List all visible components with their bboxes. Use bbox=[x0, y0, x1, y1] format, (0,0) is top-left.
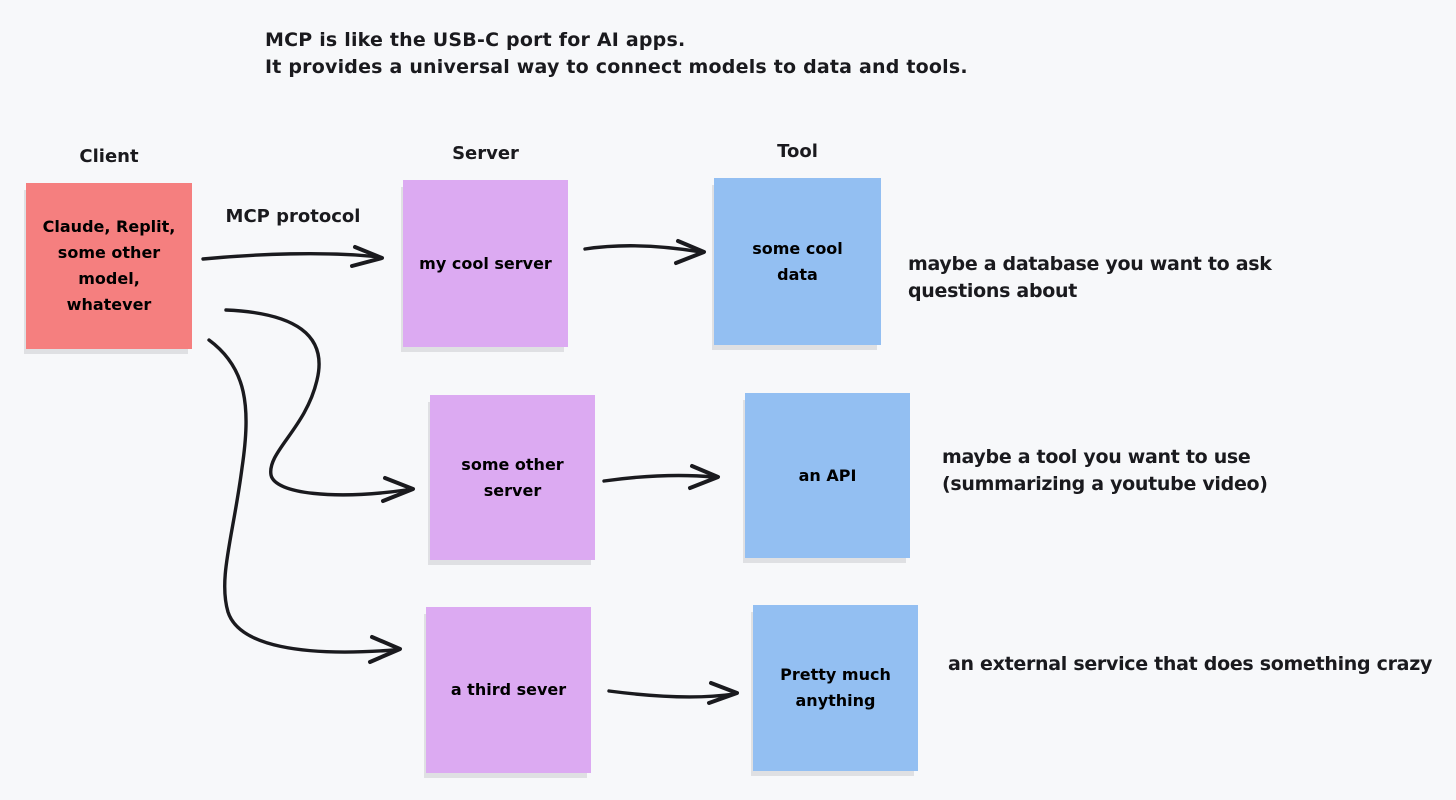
tool-box-1-text: data bbox=[777, 264, 818, 284]
tool-box-3: Pretty much anything bbox=[753, 605, 918, 771]
server2-to-tool2-arrow bbox=[602, 464, 720, 490]
mcp-protocol-arrow bbox=[201, 245, 384, 268]
diagram-title: MCP is like the USB-C port for AI apps. … bbox=[265, 27, 968, 81]
server-box-2-text: server bbox=[483, 480, 542, 500]
server-box-1-text: my cool server bbox=[419, 253, 552, 273]
tool-box-3-text: anything bbox=[795, 691, 876, 710]
tool-note-1: maybe a database you want to ask questio… bbox=[908, 251, 1272, 305]
mcp-protocol-label: MCP protocol bbox=[225, 206, 361, 227]
server-box-2: some other server bbox=[430, 395, 595, 560]
server-column-label: Server bbox=[452, 143, 519, 164]
tool-column-label: Tool bbox=[777, 141, 818, 162]
client-to-server3-arrow bbox=[207, 338, 402, 664]
title-line-1: MCP is like the USB-C port for AI apps. bbox=[265, 29, 686, 51]
tool-note-3-line: an external service that does something … bbox=[948, 653, 1433, 675]
tool-note-2-line: maybe a tool you want to use bbox=[942, 446, 1251, 468]
client-box: Claude, Replit, some other model, whatev… bbox=[26, 183, 192, 349]
tool-box-3-text: Pretty much bbox=[780, 665, 891, 684]
tool-box-1-text: some cool bbox=[752, 238, 843, 258]
server-box-2-text: some other bbox=[461, 454, 564, 474]
client-box-text: some other bbox=[57, 243, 161, 262]
server-box-3: a third sever bbox=[426, 607, 591, 773]
tool-box-2-text: an API bbox=[798, 465, 857, 485]
tool-box-1: some cool data bbox=[714, 178, 881, 345]
server3-to-tool3-arrow bbox=[607, 681, 739, 705]
client-to-server2-arrow bbox=[224, 308, 415, 503]
tool-note-1-line: maybe a database you want to ask bbox=[908, 253, 1272, 275]
title-line-2: It provides a universal way to connect m… bbox=[265, 56, 968, 78]
client-box-text: Claude, Replit, bbox=[42, 217, 176, 236]
tool-note-2: maybe a tool you want to use (summarizin… bbox=[942, 444, 1268, 498]
client-column-label: Client bbox=[79, 146, 139, 167]
tool-box-2: an API bbox=[745, 393, 910, 558]
client-box-text: model, bbox=[78, 269, 140, 288]
tool-note-3: an external service that does something … bbox=[948, 651, 1432, 678]
server-box-3-text: a third sever bbox=[450, 680, 567, 699]
tool-note-1-line: questions about bbox=[908, 280, 1078, 302]
server-box-1: my cool server bbox=[403, 180, 568, 347]
tool-note-2-line: (summarizing a youtube video) bbox=[942, 473, 1268, 495]
client-box-text: whatever bbox=[66, 295, 152, 314]
server1-to-tool1-arrow bbox=[583, 239, 706, 265]
